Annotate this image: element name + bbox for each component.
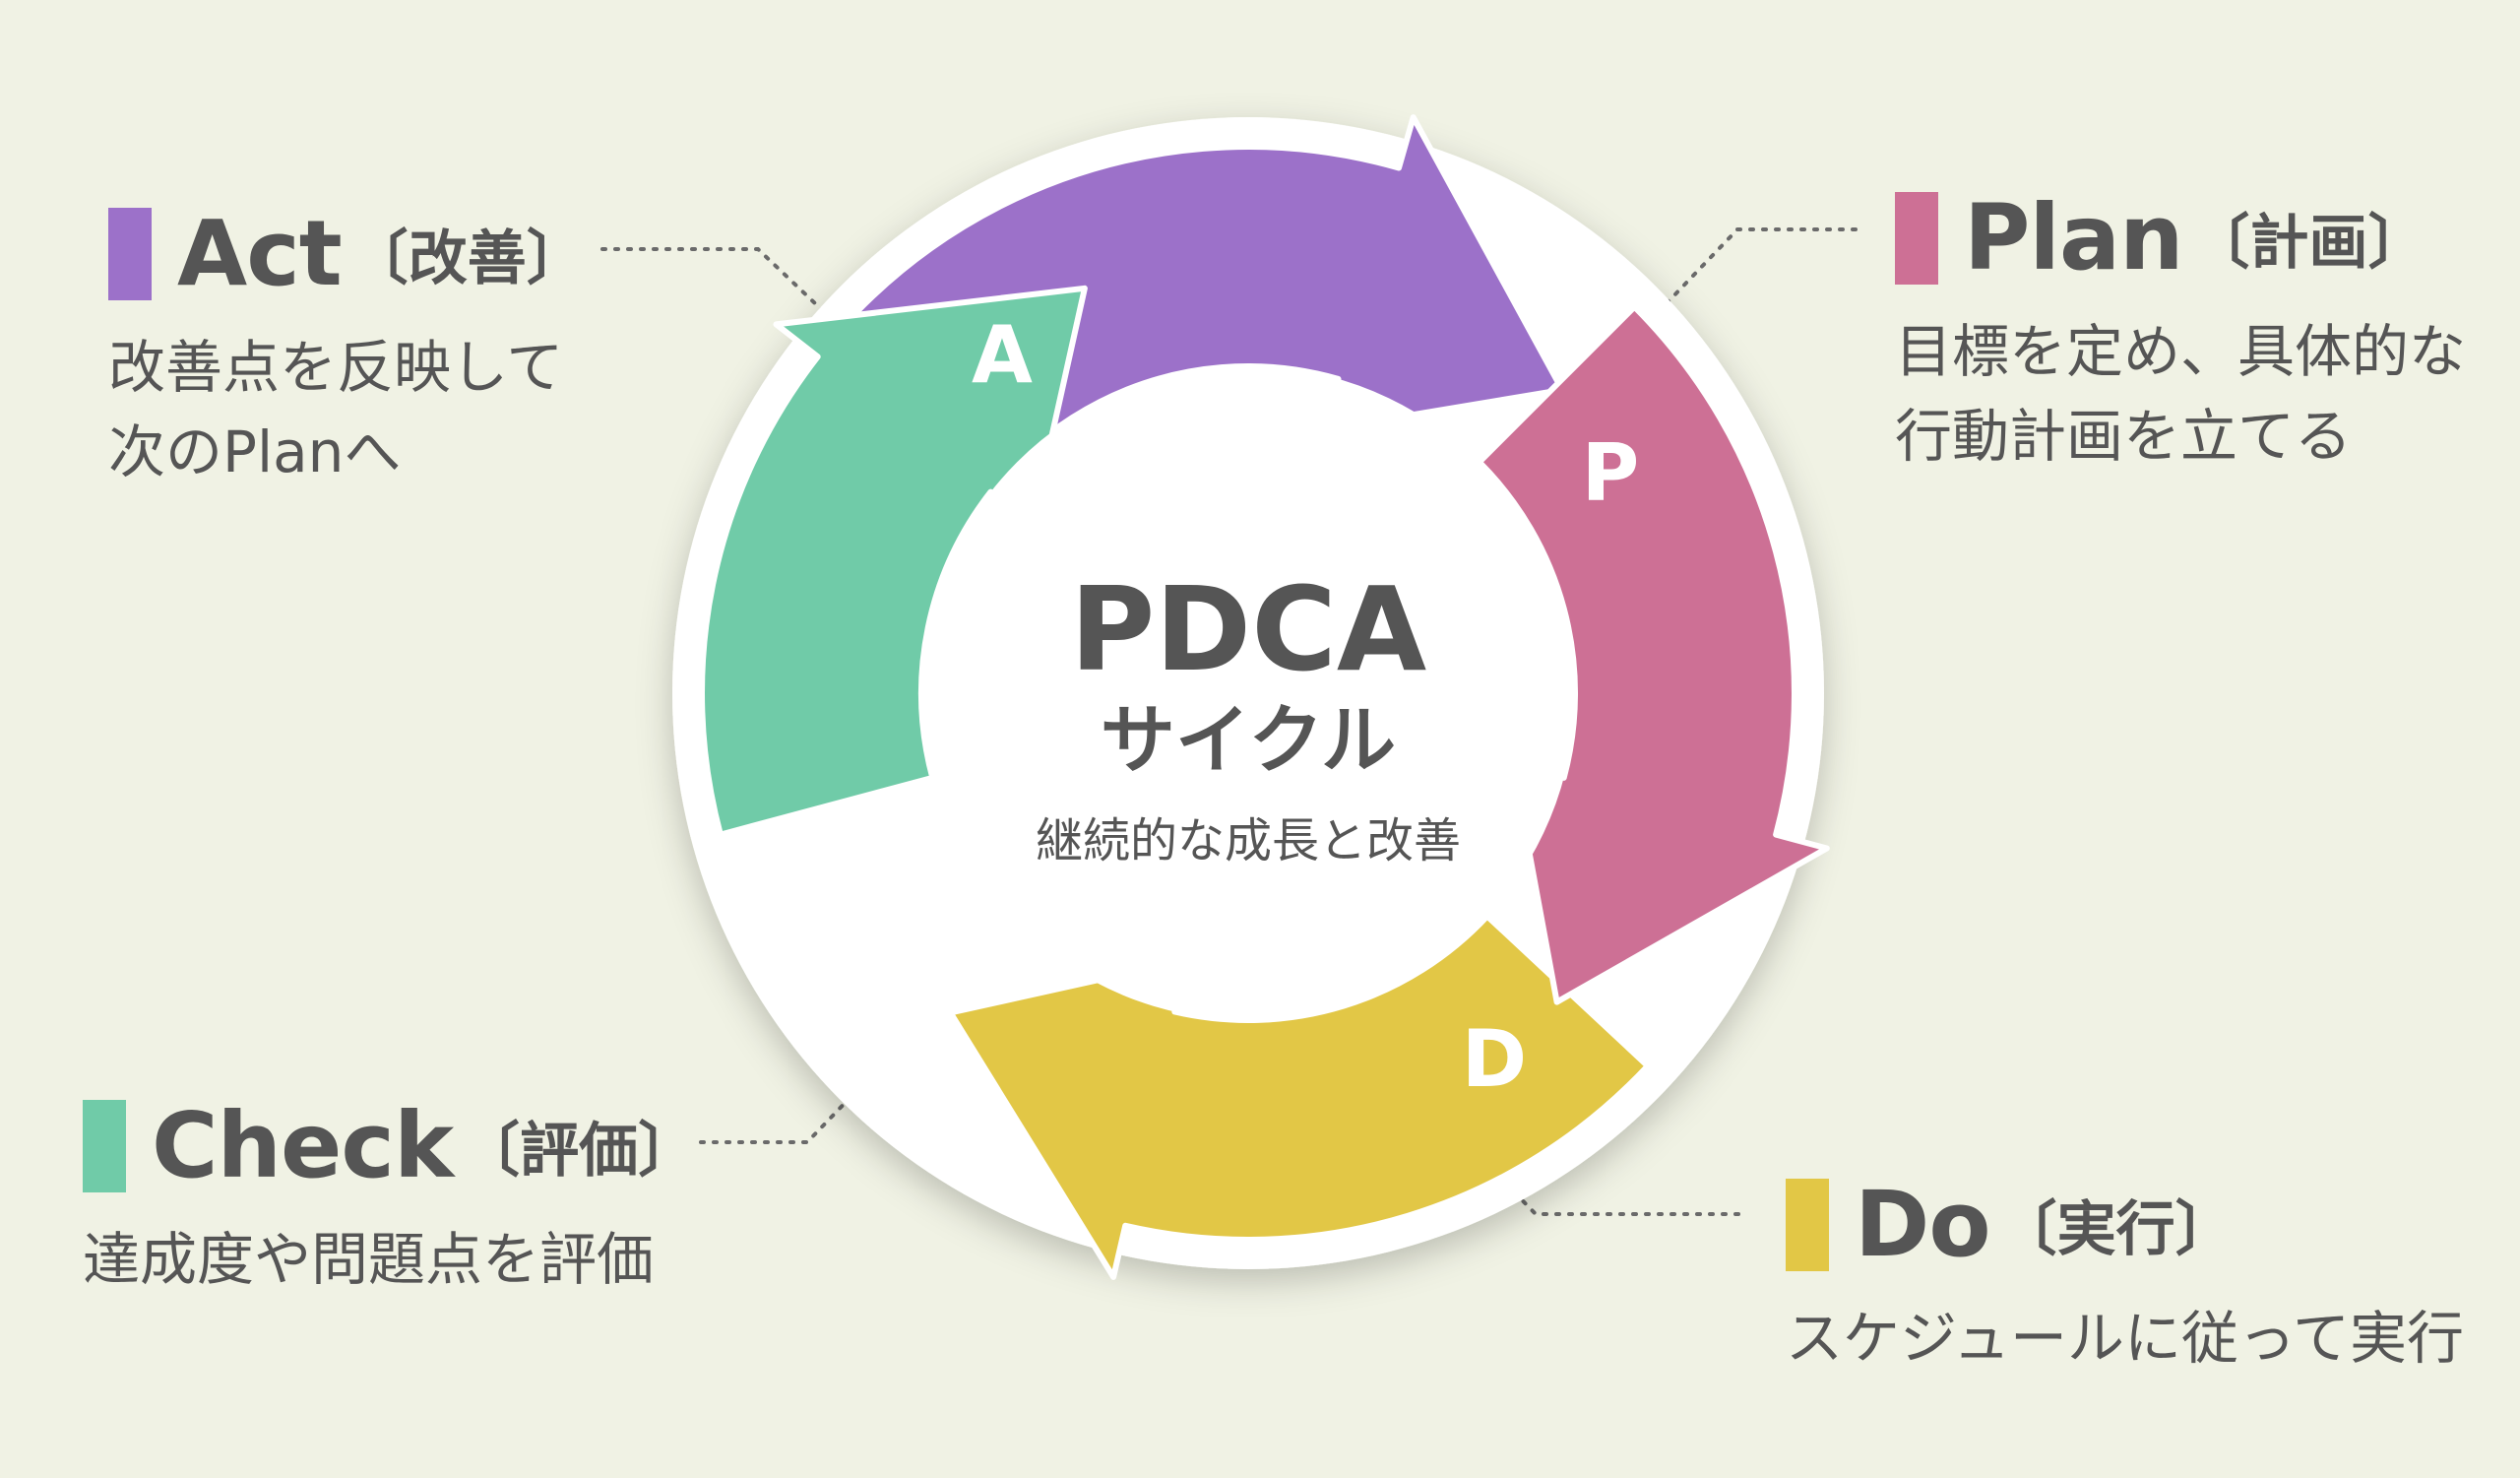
do-heading: Do 〔実行〕	[1786, 1172, 2235, 1277]
act-heading: Act 〔改善〕	[108, 201, 586, 306]
act-jp-label: 〔改善〕	[348, 225, 586, 293]
do-color-bar	[1786, 1178, 1829, 1271]
act-description: 改善点を反映して 次のPlanへ	[108, 325, 563, 494]
act-desc-line-1: 改善点を反映して	[108, 334, 564, 401]
do-desc-line-1: スケジュールに従って実行	[1786, 1305, 2465, 1372]
center-subtitle: サイクル	[1101, 696, 1396, 784]
plan-name: Plan	[1964, 185, 2184, 290]
check-color-bar	[83, 1099, 126, 1192]
act-letter: A	[972, 309, 1033, 401]
do-letter: D	[1462, 1013, 1527, 1105]
plan-color-bar	[1895, 191, 1938, 285]
center-title: PDCA	[1070, 561, 1426, 697]
plan-desc-line-2: 行動計画を立てる	[1895, 403, 2353, 470]
plan-jp-label: 〔計画〕	[2190, 209, 2427, 278]
plan-desc-line-1: 目標を定め、具体的な	[1895, 318, 2467, 385]
check-letter: C	[851, 896, 910, 988]
plan-heading: Plan 〔計画〕	[1895, 185, 2427, 290]
act-desc-line-2: 次のPlanへ	[108, 418, 402, 485]
do-leader-line	[1445, 1121, 1740, 1216]
act-leader-line	[600, 247, 917, 401]
center-hub	[921, 366, 1575, 1020]
plan-description: 目標を定め、具体的な 行動計画を立てる	[1895, 309, 2466, 479]
plan-letter: P	[1582, 427, 1640, 519]
check-name: Check	[152, 1093, 454, 1198]
do-jp-label: 〔実行〕	[1997, 1195, 2235, 1264]
check-heading: Check 〔評価〕	[83, 1093, 697, 1198]
do-name: Do	[1855, 1172, 1991, 1277]
check-desc-line-1: 達成度や問題点を評価	[83, 1226, 655, 1293]
do-description: スケジュールに従って実行	[1786, 1296, 2464, 1381]
center-tagline: 継続的な成長と改善	[1036, 813, 1461, 868]
act-name: Act	[177, 201, 343, 306]
check-description: 達成度や問題点を評価	[83, 1217, 654, 1302]
check-jp-label: 〔評価〕	[461, 1117, 698, 1186]
act-color-bar	[108, 207, 152, 300]
